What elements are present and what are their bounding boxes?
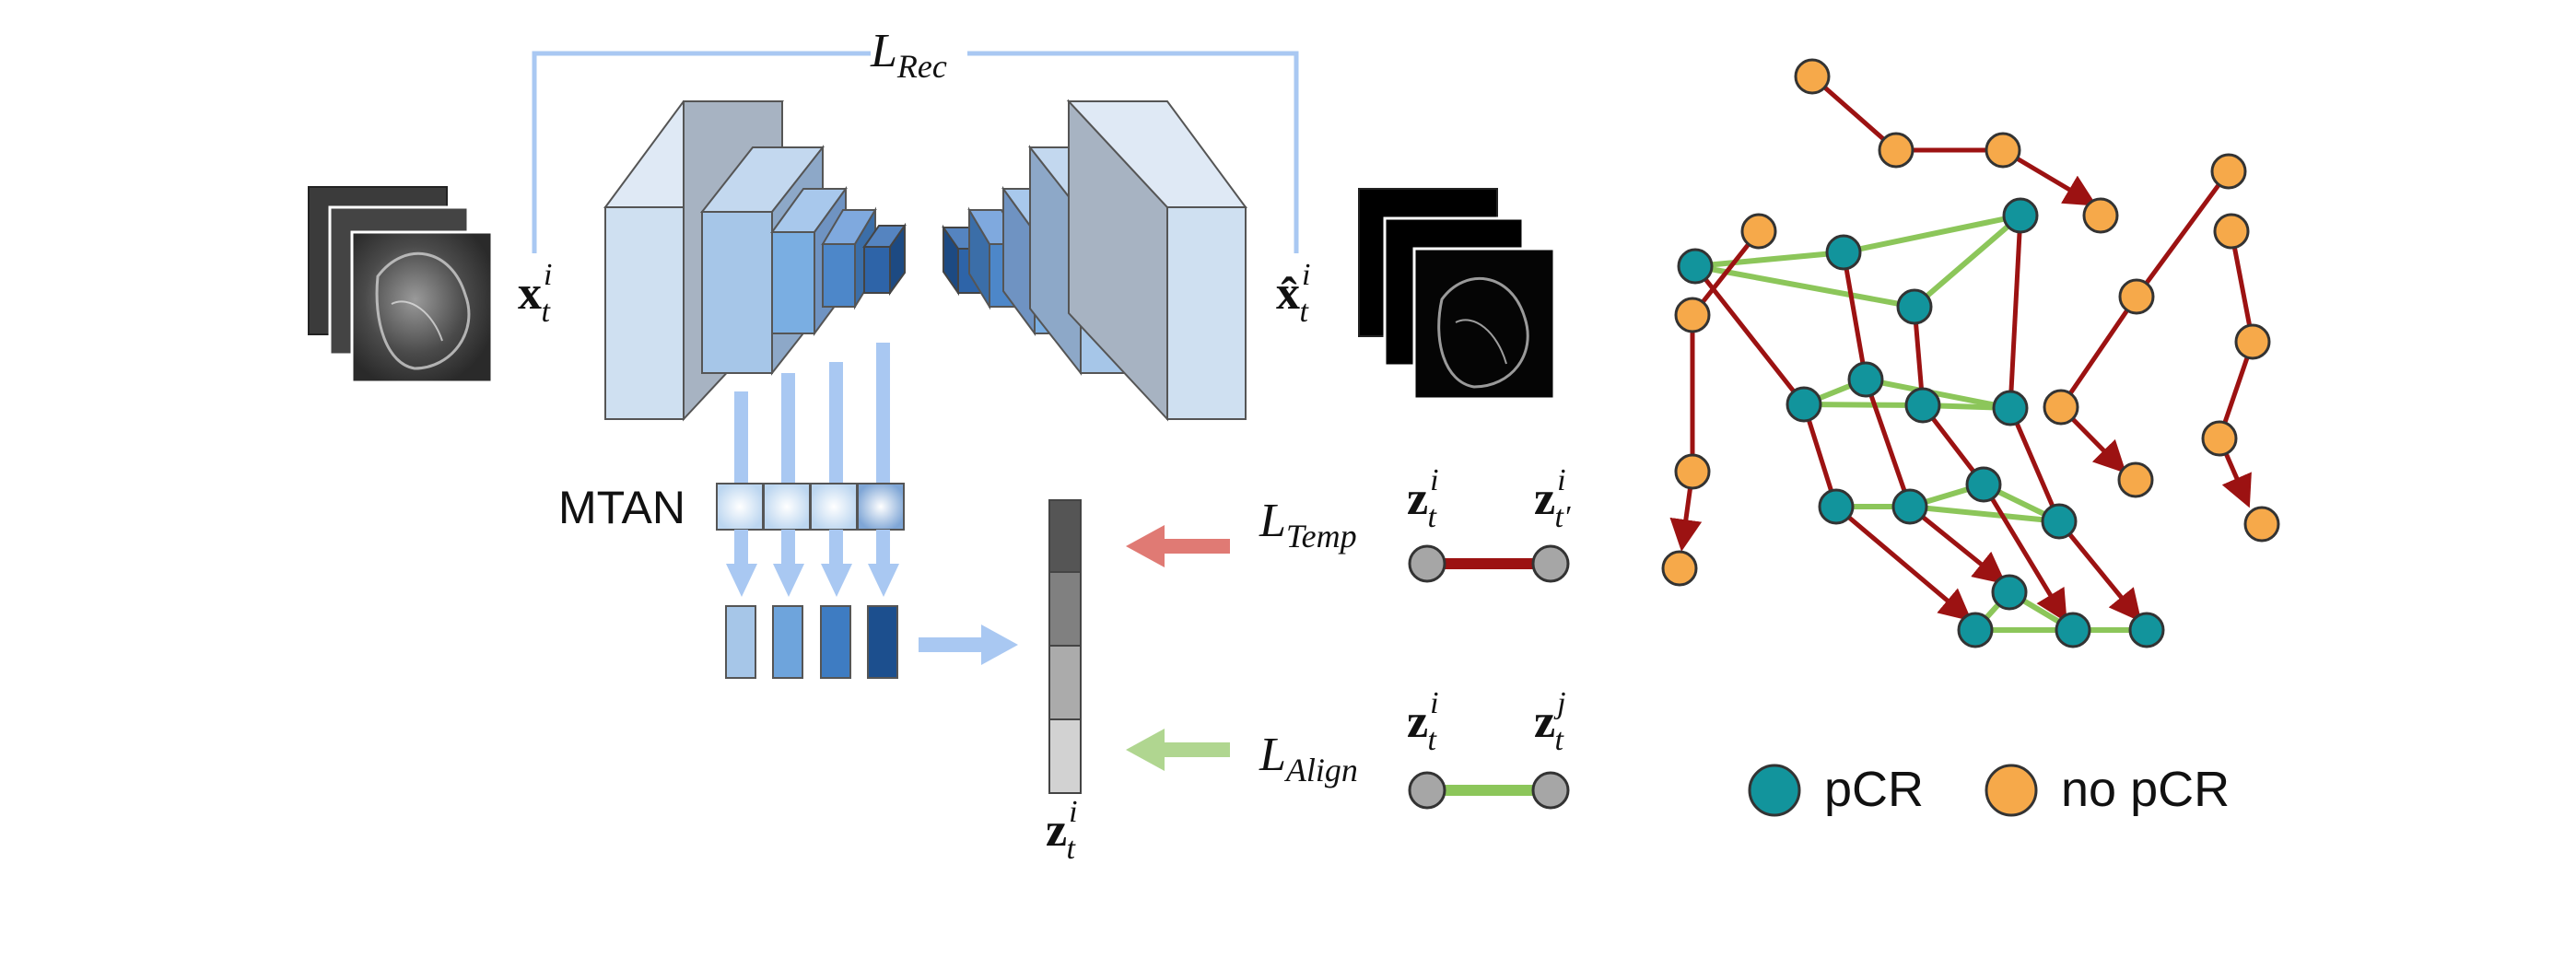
latent-vector [1048,499,1082,794]
concat-arrow [919,625,1018,665]
legend: pCR no pCR [1748,762,2230,817]
nopcr-nodes [1661,58,2280,587]
temporal-pair-graph [1408,544,1570,583]
pcr-legend-label: pCR [1824,762,1924,817]
align-loss-arrow [1126,729,1230,771]
pcr-nodes [1677,197,2165,648]
encoder [603,100,907,422]
rec-loss-label: LRec [870,25,947,85]
mtan-output-arrows [726,530,899,597]
reconstructed-image-stack [1358,188,1556,401]
temp-loss-label: LTemp [1259,495,1357,555]
nopcr-legend-marker [1985,764,2038,817]
align-loss-label: LAlign [1259,729,1358,788]
mtan-attention-blocks [716,483,905,531]
reconstruction-loss-bracket [532,51,1299,253]
pcr-legend-marker [1748,764,1801,817]
feature-skip-arrows [734,343,890,484]
temporal-edges [1669,75,2255,623]
nopcr-legend-label: no pCR [2061,762,2230,817]
temporal-loss-arrow [1126,525,1230,567]
input-image-stack [308,186,494,384]
align-pair-graph [1408,771,1570,810]
decoder [942,99,1247,422]
multiscale-features [725,605,898,679]
mtan-label: MTAN [558,482,685,533]
patient-graph [1661,58,2280,648]
